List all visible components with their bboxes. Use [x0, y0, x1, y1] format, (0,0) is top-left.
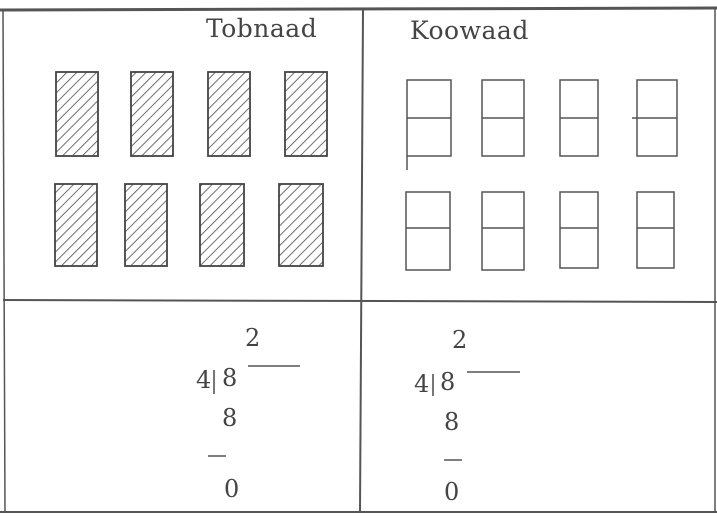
- shaded-box: [55, 184, 97, 266]
- shaded-box: [200, 184, 244, 266]
- left-product: 8: [222, 404, 237, 432]
- empty-box: [406, 192, 450, 270]
- top-border: [0, 8, 717, 10]
- left-quotient: 2: [245, 324, 260, 352]
- center-divider: [360, 10, 363, 512]
- left-divisor: 4: [196, 366, 211, 394]
- left-remainder: 0: [224, 475, 239, 503]
- shaded-box: [279, 184, 323, 266]
- right-product: 8: [444, 408, 459, 436]
- left-border: [3, 10, 5, 512]
- row-divider: [3, 300, 717, 302]
- empty-boxes-group: [406, 80, 677, 270]
- shaded-boxes-group: [55, 72, 327, 266]
- left-dividend: 8: [222, 364, 237, 392]
- right-divisor: 4: [414, 370, 429, 398]
- shaded-box: [125, 184, 167, 266]
- empty-box: [482, 192, 524, 270]
- right-remainder: 0: [444, 478, 459, 506]
- shaded-box: [56, 72, 98, 156]
- shaded-box: [208, 72, 250, 156]
- table-grid: [0, 8, 717, 512]
- column-heading-left: Tobnaad: [206, 14, 317, 43]
- right-quotient: 2: [452, 326, 467, 354]
- empty-box: [637, 192, 674, 268]
- empty-box: [560, 192, 598, 268]
- column-heading-right: Koowaad: [410, 16, 529, 45]
- right-dividend: 8: [440, 368, 455, 396]
- division-strokes: [208, 366, 520, 460]
- shaded-box: [131, 72, 173, 156]
- shaded-box: [285, 72, 327, 156]
